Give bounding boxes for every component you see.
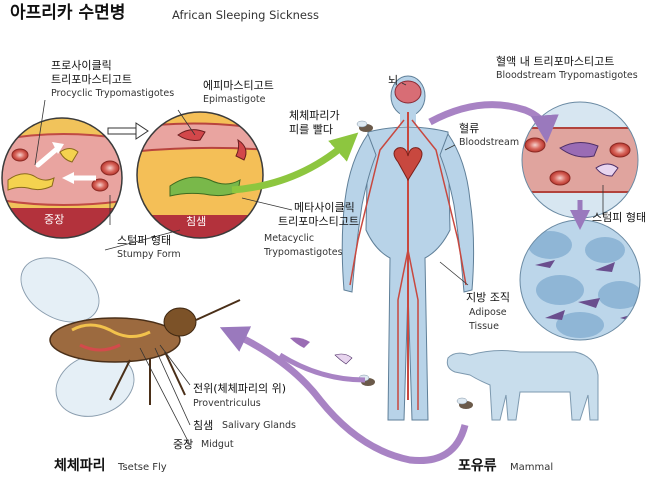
label-mammal-en: Mammal [510, 462, 554, 473]
label-proventriculus-en: Proventriculus [193, 398, 261, 409]
label-salivary-circle: 침샘 [186, 215, 207, 228]
tsetse-fly [20, 257, 241, 417]
label-tsetse-en: Tsetse Fly [118, 462, 167, 473]
label-bloodflow-en: Bloodstream [459, 137, 520, 148]
label-metacyclic-en-1: Metacyclic [264, 233, 315, 244]
label-stumpy-left-en: Stumpy Form [117, 249, 181, 260]
label-bloodflow-ko: 혈류 [459, 122, 480, 135]
label-epimastigote-en: Epimastigote [203, 94, 266, 105]
midgut-circle [1, 117, 123, 239]
label-mammal-ko: 포유류 [458, 458, 497, 474]
title-korean: 아프리카 수면병 [10, 3, 126, 23]
small-fly-mammal-2 [456, 397, 473, 409]
label-procyclic-en: Procyclic Trypomastigotes [51, 88, 175, 99]
leader-lines [34, 82, 604, 446]
cow-silhouette [446, 350, 599, 421]
label-metacyclic-ko-1: 메타사이클릭 [294, 201, 355, 214]
label-stumpy-right-ko: 스텀피 형태 [592, 211, 647, 224]
label-proventriculus-ko: 전위(체체파리의 위) [193, 382, 287, 395]
label-metacyclic-en-2: Trypomastigotes [264, 247, 343, 258]
adipose-circle [519, 219, 641, 341]
epimastigote-parasite [177, 129, 206, 141]
title-english: African Sleeping Sickness [172, 8, 319, 22]
label-midgut-ko: 중장 [173, 438, 194, 451]
label-tsetse-ko: 체체파리 [54, 458, 106, 474]
arrow-salivary-to-human [231, 132, 359, 194]
bloodstream-trypomastigote [559, 142, 599, 158]
label-bite-ko-1: 체체파리가 [289, 109, 340, 122]
label-bite-ko-2: 피를 빨다 [289, 123, 333, 136]
brain [394, 80, 422, 104]
label-stumpy-left-ko: 스텀피 형태 [117, 234, 172, 247]
label-adipose-en-2: Tissue [469, 321, 499, 332]
label-adipose-en-1: Adipose [469, 307, 507, 318]
label-midgut-circle: 중장 [44, 213, 65, 226]
small-fly-bite [356, 120, 373, 132]
label-bloodstream-trypo-ko: 혈액 내 트리포마스티고트 [496, 55, 615, 68]
label-metacyclic-ko-2: 트리포마스티고트 [278, 215, 359, 228]
label-salivary-en: Salivary Glands [222, 420, 296, 431]
label-procyclic-ko-1: 프로사이클릭 [51, 59, 112, 72]
label-brain: 뇌 [388, 74, 399, 87]
label-bloodstream-trypo-en: Bloodstream Trypomastigotes [496, 70, 638, 81]
label-adipose-ko: 지방 조직 [466, 291, 510, 304]
arrow-mammal-to-fly [219, 326, 469, 465]
arrow-brain-to-bloodstream [428, 101, 559, 144]
human-figure [341, 75, 475, 421]
label-procyclic-ko-2: 트리포마스티고트 [51, 73, 132, 86]
label-epimastigote-ko: 에피마스티고트 [203, 79, 274, 92]
heart [393, 147, 423, 181]
transfer-arrow-midgut-to-salivary [107, 122, 149, 140]
procyclic-parasite [7, 173, 55, 191]
arrow-human-to-fly [278, 352, 366, 383]
label-midgut-en: Midgut [201, 439, 234, 450]
label-salivary-ko: 침샘 [193, 419, 214, 432]
